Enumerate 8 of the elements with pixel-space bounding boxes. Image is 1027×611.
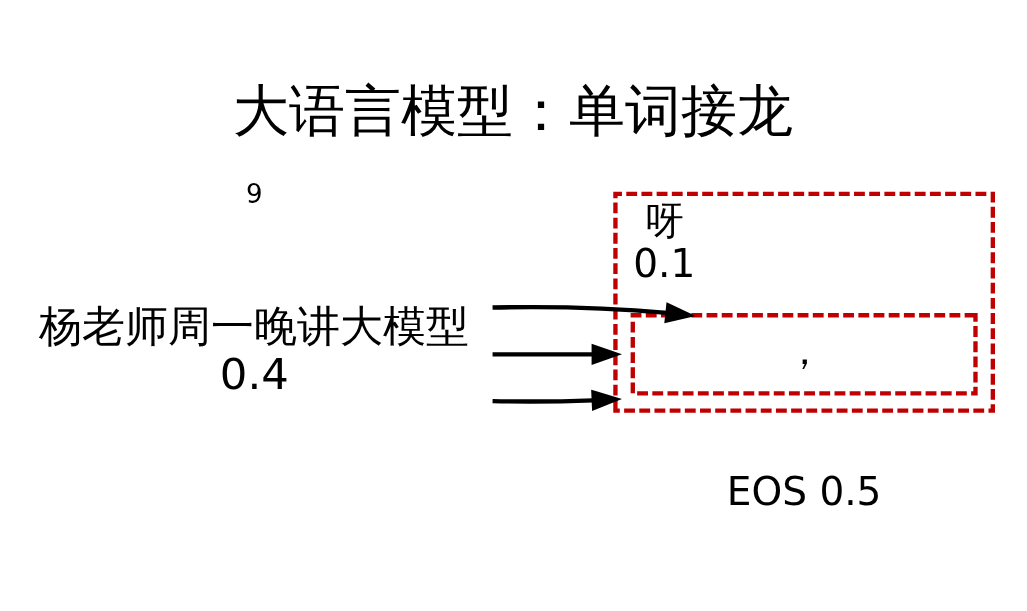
label: 9 [246,178,263,209]
node-label: EOS 0.5 [726,468,882,514]
node-box: ， [630,313,978,396]
arrow [492,389,622,411]
node-text: 杨老师周一晚讲大模型 0.4 [39,301,470,399]
arrow [492,302,696,324]
arrow [492,343,622,365]
diagram-title: 大语言模型：单词接龙 [233,78,794,144]
